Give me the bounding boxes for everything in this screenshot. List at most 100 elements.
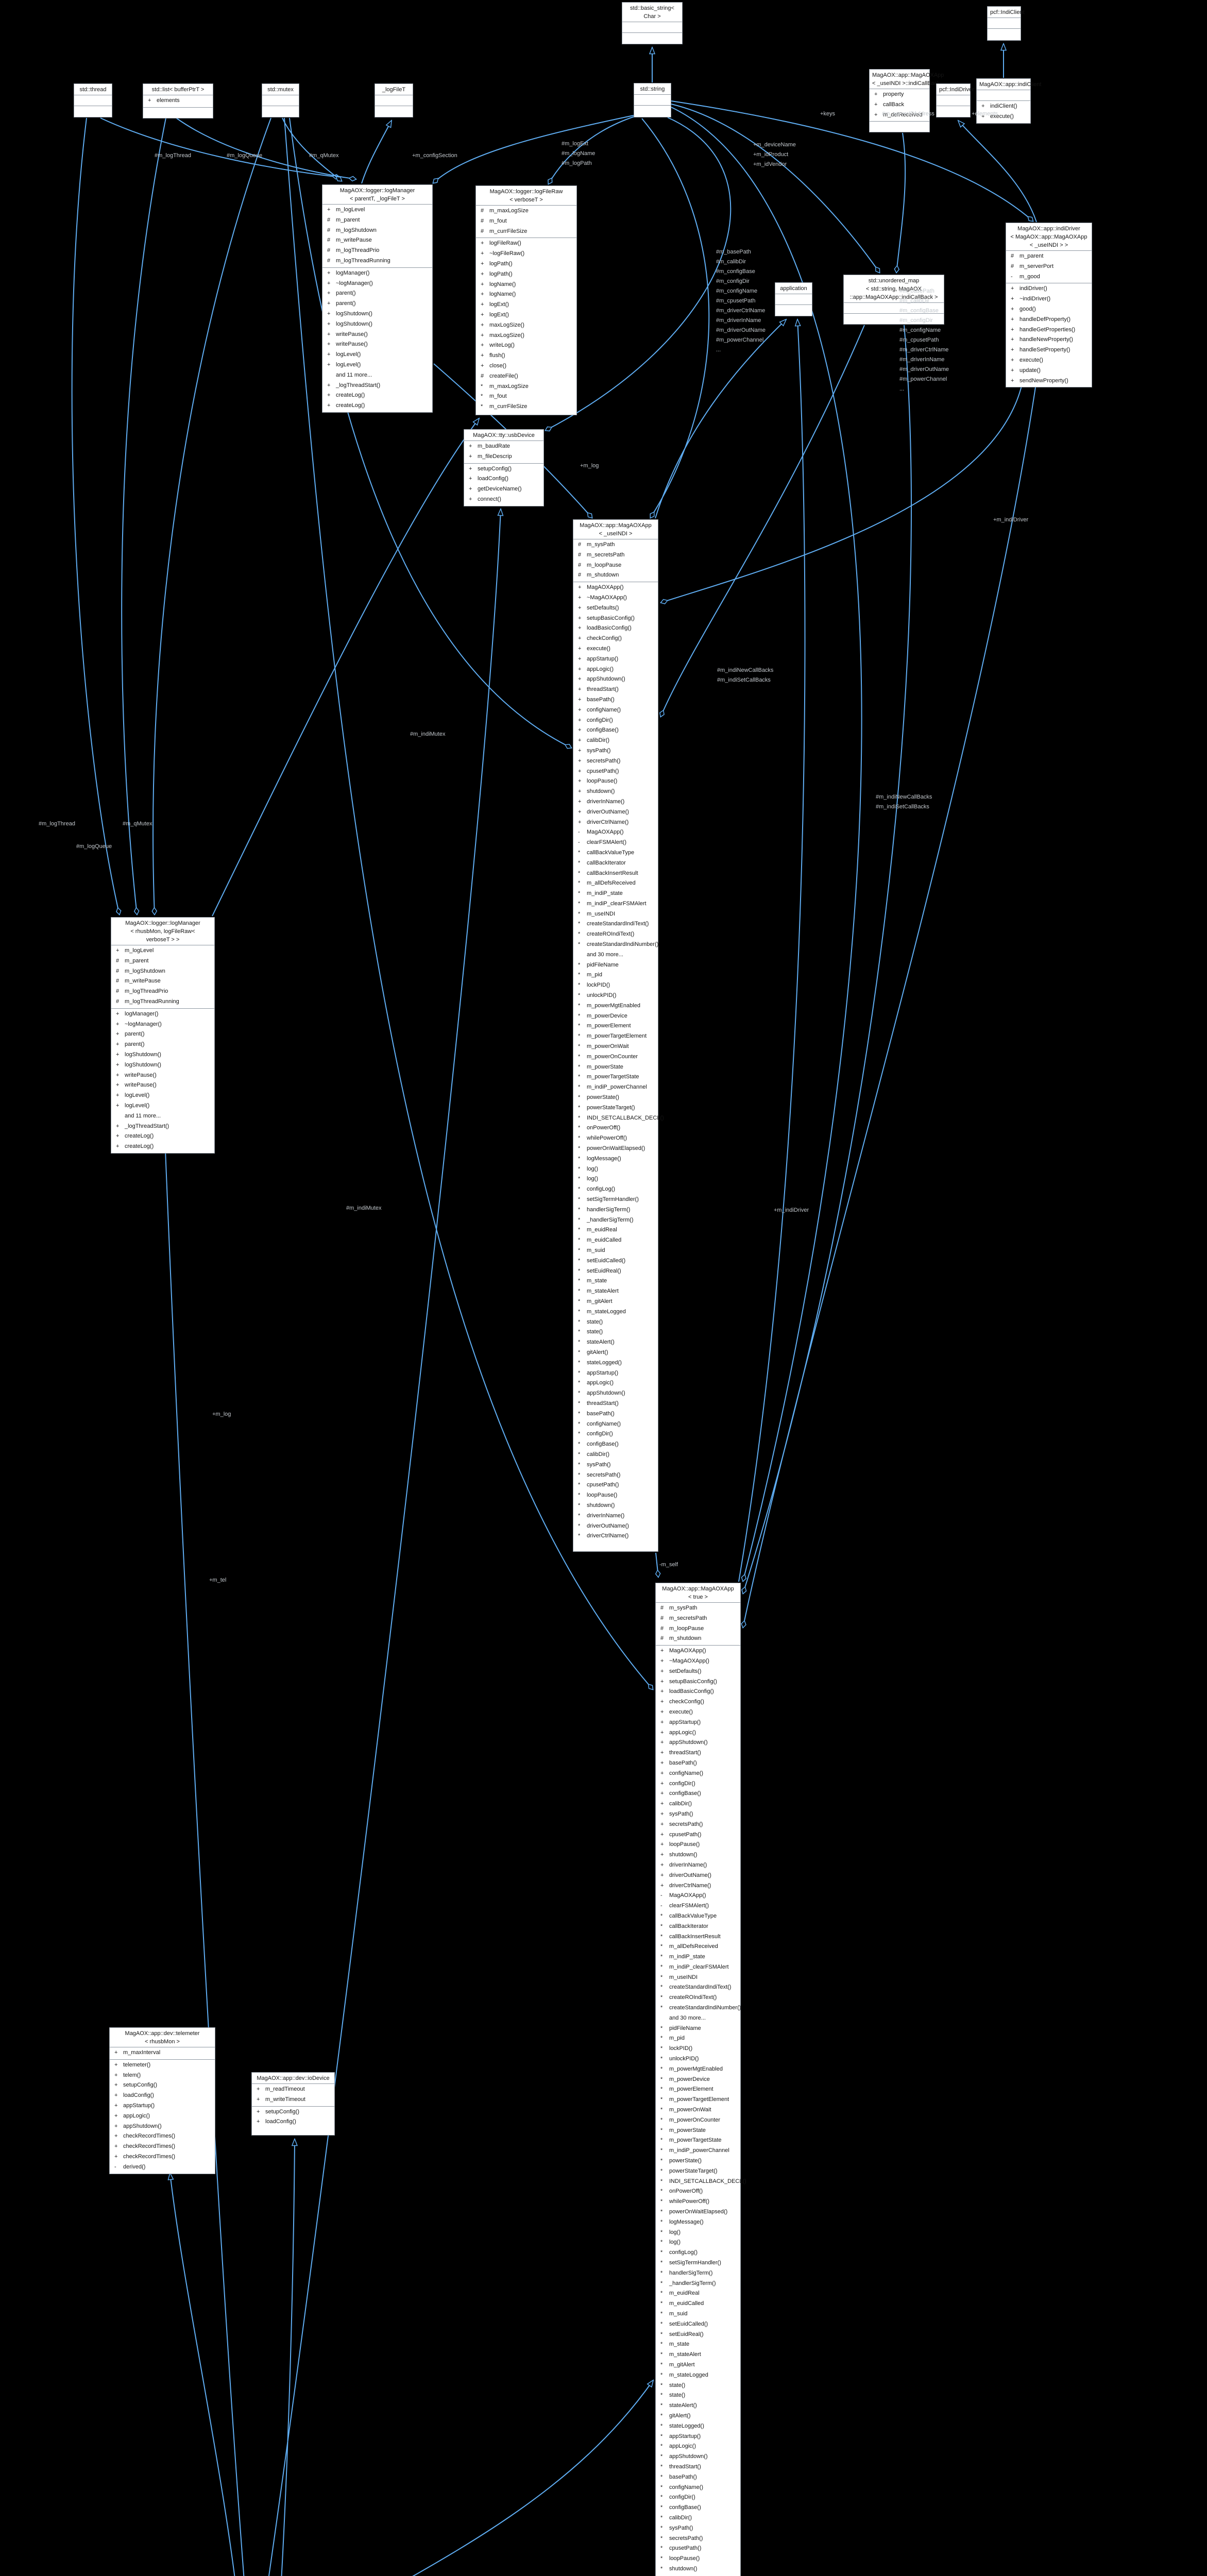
class-member: *m_indiP_state [660,1954,705,1960]
class-member: *handlerSigTerm() [660,2269,713,2276]
class-member: +threadStart() [578,686,619,693]
class-compartment: +indiDriver()+~indiDriver()+good()+handl… [1006,283,1092,387]
class-member: +~logManager() [116,1021,162,1027]
class-member: #m_sysPath [578,541,615,548]
class-member: +driverInName() [578,798,625,805]
inheritance-edge [958,121,1037,223]
class-member: *_handlerSigTerm() [578,1216,634,1223]
edge-label: #m_logQueue [227,152,263,159]
class-member: *INDI_SETCALLBACK_DECL() [578,1114,664,1121]
class-member: #m_secretsPath [578,551,625,558]
class-member: *m_powerOnCounter [660,2116,721,2123]
class-member: *m_powerTargetState [660,2137,722,2144]
class-member: +handleGetProperties() [1011,326,1076,333]
class-member: *createStandardIndiNumber() [660,2005,741,2011]
class-logfilet: _logFileT [375,83,413,117]
class-title: std::list< bufferPtrT > [151,87,205,93]
aggregation-edge [176,117,356,179]
class-member: +parent() [327,290,356,297]
class-title: MagAOX::app::MagAOXApp< _useINDI > [580,522,652,537]
class-title: MagAOX::logger::logManager< rhusbMon, lo… [125,920,200,943]
class-compartment [74,95,112,106]
class-member: +telemeter() [114,2061,151,2068]
inheritance-edge [361,121,392,184]
class-member: #m_logShutdown [116,968,165,974]
class-member: -clearFSMAlert() [660,1903,709,1909]
class-member: +configName() [578,706,621,713]
aggregation-edge [660,373,1025,603]
class-member: +handleNewProperty() [1011,336,1073,343]
class-member: #m_shutdown [578,572,619,579]
class-member: *state() [660,2392,686,2399]
class-member: *secretsPath() [660,2535,703,2541]
class-member: +m_logLevel [116,947,154,954]
class-member: +checkRecordTimes() [114,2153,176,2160]
class-member: *appLogic() [578,1380,614,1386]
class-member: *appShutdown() [578,1390,625,1397]
class-member: *whilePowerOff() [660,2198,710,2205]
class-member: *m_powerDevice [660,2076,710,2082]
class-member: *log() [578,1165,599,1172]
class-compartment: +MagAOXApp()+~MagAOXApp()+setDefaults()+… [573,582,664,1543]
class-compartment [844,302,944,313]
class-compartment: +property+callBack+m_defReceived [870,89,929,121]
class-member: #m_writePause [327,237,372,244]
class-member: -MagAOXApp() [578,829,624,836]
class-member: *m_indiP_powerChannel [578,1084,647,1091]
class-member: *calibDir() [660,2514,692,2521]
class-member: +telem() [114,2072,141,2078]
class-member: *m_state [660,2341,690,2348]
class-member: *loopPause() [660,2555,700,2562]
class-member: *threadStart() [578,1400,619,1406]
edge-label: +m_configSection [412,152,457,159]
edge-label: +m_indiDriver [993,517,1029,523]
class-member: +loadBasicConfig() [578,625,632,632]
class-member: +logName() [481,291,516,298]
class-member: *powerStateTarget() [660,2167,718,2174]
class-member: +elements [148,97,180,104]
class-member: +driverCtrlName() [660,1882,711,1889]
class-member: *m_powerOnWait [578,1043,629,1050]
aggregation-edge [671,104,880,273]
class-member: #m_loopPause [578,562,622,568]
class-member: +logName() [481,281,516,287]
class-member: *configLog() [578,1186,616,1193]
class-member: *_handlerSigTerm() [660,2280,716,2286]
class-member: +sysPath() [660,1810,693,1817]
class-compartment [622,32,682,43]
class-member: *m_state [578,1278,607,1284]
aggregation-edge [164,1137,245,2576]
class-compartment [375,95,413,106]
class-member: +handleDefProperty() [1011,316,1071,323]
class-member: *powerOnWaitElapsed() [578,1145,645,1152]
class-member: +execute() [578,645,610,652]
class-member: *onPowerOff() [660,2188,703,2195]
class-member: +calibDir() [578,737,609,744]
class-member: *gitAlert() [660,2412,691,2419]
inheritance-edge [170,2173,235,2576]
class-member: +appShutdown() [578,676,625,683]
class-member: +secretsPath() [578,757,621,764]
edge-label: #m_indiMutex [410,731,446,737]
class-member: *cpusetPath() [660,2545,702,2552]
class-member: *pidFileName [578,961,619,968]
edge-label: #m_logQueue [76,843,112,850]
class-member: *lockPID() [660,2045,693,2052]
class-member: +~logManager() [327,280,373,286]
class-member: *appStartup() [660,2433,701,2439]
class-member: +writePause() [116,1072,157,1078]
class-member: *log() [578,1176,599,1182]
inheritance-edge [412,2380,653,2576]
class-std-mutex: std::mutex [262,83,299,117]
class-member: +parent() [327,300,356,307]
class-std-basic-string: std::basic_string<Char > [622,2,683,44]
class-member: +appLogic() [660,1729,696,1736]
class-member: +secretsPath() [660,1821,703,1827]
class-member: *m_powerState [578,1063,623,1070]
edge-label: +m_log [580,463,599,469]
class-member: +logExt() [481,311,509,318]
class-member: +driverCtrlName() [578,819,629,825]
class-member: #m_serverPort [1011,263,1054,269]
class-member: +logShutdown() [327,320,372,327]
class-member: +setupConfig() [114,2082,158,2089]
